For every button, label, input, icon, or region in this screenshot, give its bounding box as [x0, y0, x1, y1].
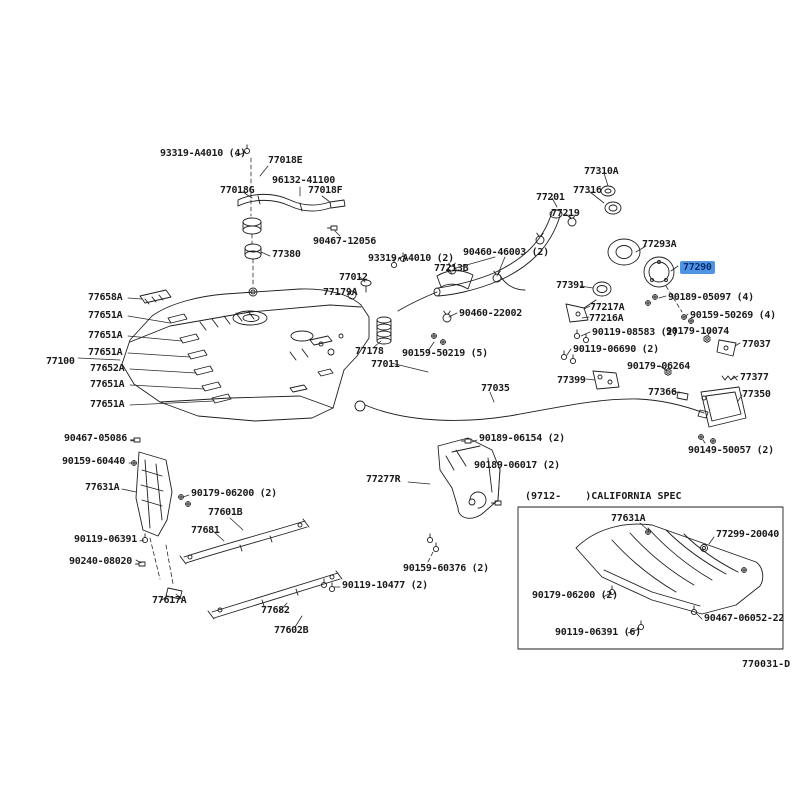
part-label[interactable]: 77651A: [88, 330, 123, 341]
part-label[interactable]: 90179-06264: [627, 361, 690, 372]
part-label[interactable]: 77018E: [268, 155, 303, 166]
part-label[interactable]: 77601B: [208, 507, 243, 518]
filler-pipe-drawing: [397, 209, 563, 312]
part-label[interactable]: 77012: [339, 272, 368, 283]
part-label[interactable]: 90240-08020: [69, 556, 132, 567]
part-label[interactable]: 77213B: [434, 263, 469, 274]
part-label[interactable]: 90189-06017 (2): [474, 460, 560, 471]
sender-bracket-drawing: [560, 299, 737, 365]
part-label[interactable]: 77011: [371, 359, 400, 370]
part-label[interactable]: 90179-06200 (2): [532, 590, 618, 601]
part-label[interactable]: 77219: [551, 208, 580, 219]
part-label[interactable]: 77631A: [85, 482, 120, 493]
part-label[interactable]: 77651A: [88, 347, 123, 358]
part-label[interactable]: 77651A: [90, 399, 125, 410]
part-label[interactable]: 77310A: [584, 166, 619, 177]
breather-hose-drawing: [237, 144, 346, 260]
mid-hose-drawing: [347, 252, 502, 345]
part-label[interactable]: 93319-A4010 (2): [368, 253, 454, 264]
part-label[interactable]: 90119-10477 (2): [342, 580, 428, 591]
part-label[interactable]: 77377: [740, 372, 769, 383]
tank-straps-drawing: [179, 518, 343, 620]
part-label[interactable]: 90149-50057 (2): [688, 445, 774, 456]
part-label[interactable]: 90179-06200 (2): [191, 488, 277, 499]
part-label[interactable]: 77201: [536, 192, 565, 203]
part-label[interactable]: 77617A: [152, 595, 187, 606]
part-label[interactable]: 77658A: [88, 292, 123, 303]
part-label[interactable]: 93319-A4010 (4): [160, 148, 246, 159]
part-label[interactable]: 90467-12056: [313, 236, 376, 247]
part-label[interactable]: 77391: [556, 280, 585, 291]
part-label[interactable]: 90467-05086: [64, 433, 127, 444]
part-label[interactable]: 90460-46003 (2): [463, 247, 549, 258]
part-label[interactable]: 90159-50219 (5): [402, 348, 488, 359]
part-label[interactable]: 77277R: [366, 474, 401, 485]
part-label[interactable]: 77216A: [589, 313, 624, 324]
part-label[interactable]: 77350: [742, 389, 771, 400]
part-label[interactable]: 90189-05097 (4): [668, 292, 754, 303]
left-shield-drawing: [130, 437, 191, 601]
part-label[interactable]: 77035: [481, 383, 510, 394]
part-label[interactable]: 96132-41100: [272, 175, 335, 186]
part-label-selected[interactable]: 77290: [680, 261, 715, 274]
part-label[interactable]: 90467-06052-22: [704, 613, 785, 624]
part-label[interactable]: 77037: [742, 339, 771, 350]
right-shield-drawing: [426, 437, 502, 553]
part-label[interactable]: 90159-60376 (2): [403, 563, 489, 574]
part-label[interactable]: 77217A: [590, 302, 625, 313]
part-label[interactable]: 77293A: [642, 239, 677, 250]
part-label[interactable]: 90119-08583 (2): [592, 327, 678, 338]
california-spec-title: (9712- )CALIFORNIA SPEC: [525, 491, 682, 502]
part-label[interactable]: 77316: [573, 185, 602, 196]
part-label[interactable]: 77366: [648, 387, 677, 398]
fuel-lid-lock-drawing: [592, 368, 747, 444]
fuel-tank-drawing: [121, 287, 370, 422]
leader-lines: [77, 151, 743, 634]
fuel-cap-parts-drawing: [567, 185, 694, 324]
part-label[interactable]: 90119-06391: [74, 534, 137, 545]
diagram-code: 770031-D: [742, 659, 791, 670]
part-label[interactable]: 77178: [355, 346, 384, 357]
part-label[interactable]: 77179A: [323, 287, 358, 298]
part-label[interactable]: 77399: [557, 375, 586, 386]
part-label[interactable]: 77018F: [308, 185, 343, 196]
part-label[interactable]: 77651A: [90, 379, 125, 390]
part-label[interactable]: 77018G: [220, 185, 255, 196]
part-label[interactable]: 77682: [261, 605, 290, 616]
part-label[interactable]: 90159-60440: [62, 456, 125, 467]
california-spec-drawing: [517, 506, 784, 650]
part-label[interactable]: 77299-20040: [716, 529, 779, 540]
part-label[interactable]: 90460-22002: [459, 308, 522, 319]
part-label[interactable]: 77651A: [88, 310, 123, 321]
part-label[interactable]: 77681: [191, 525, 220, 536]
part-label[interactable]: 77652A: [90, 363, 125, 374]
part-label[interactable]: 77380: [272, 249, 301, 260]
release-cable-drawing: [354, 398, 709, 421]
part-label[interactable]: 90119-06391 (6): [555, 627, 641, 638]
part-label[interactable]: 90119-06690 (2): [573, 344, 659, 355]
part-label[interactable]: 90159-50269 (4): [690, 310, 776, 321]
part-label[interactable]: 90189-06154 (2): [479, 433, 565, 444]
part-label[interactable]: 90179-10074: [666, 326, 729, 337]
part-label[interactable]: 77602B: [274, 625, 309, 636]
part-label[interactable]: 77631A: [611, 513, 646, 524]
part-label[interactable]: 77100: [46, 356, 75, 367]
